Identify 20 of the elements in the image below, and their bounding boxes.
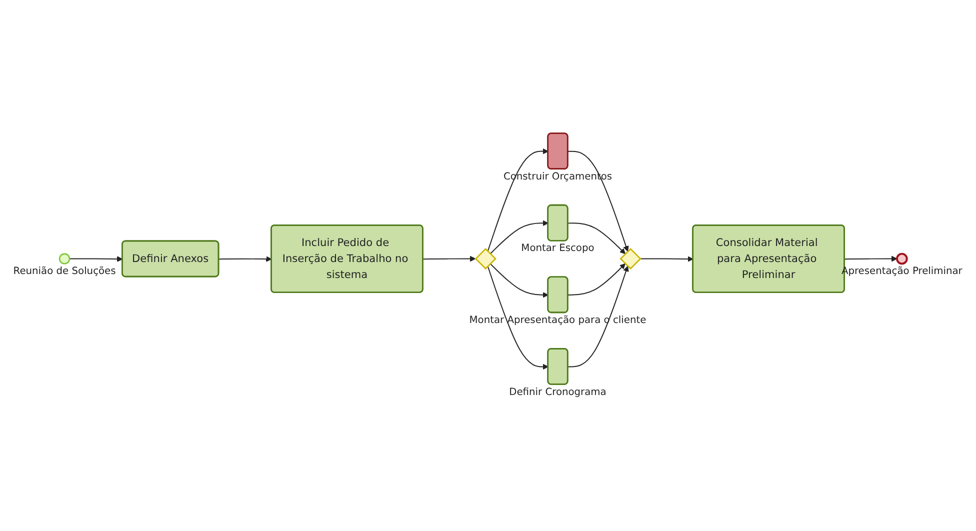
arrow	[487, 148, 548, 252]
arrow	[567, 150, 629, 252]
arrow	[68, 256, 123, 262]
node-diamond	[620, 248, 642, 270]
arrow	[218, 256, 272, 262]
node-caption: Definir Cronograma	[509, 386, 606, 398]
node-circle	[896, 252, 908, 265]
arrow	[487, 266, 548, 370]
arrow	[844, 256, 898, 262]
arrow	[640, 256, 694, 262]
node-caption: Reunião de Soluções	[13, 266, 116, 278]
node-caption: Montar Escopo	[521, 243, 594, 254]
arrow	[490, 220, 548, 254]
node-diamond	[474, 248, 496, 270]
arrow	[567, 222, 626, 254]
arrow	[422, 256, 476, 262]
node-circle	[58, 253, 70, 264]
arrow	[567, 266, 629, 368]
arrow	[567, 264, 626, 296]
arrow	[490, 263, 548, 298]
